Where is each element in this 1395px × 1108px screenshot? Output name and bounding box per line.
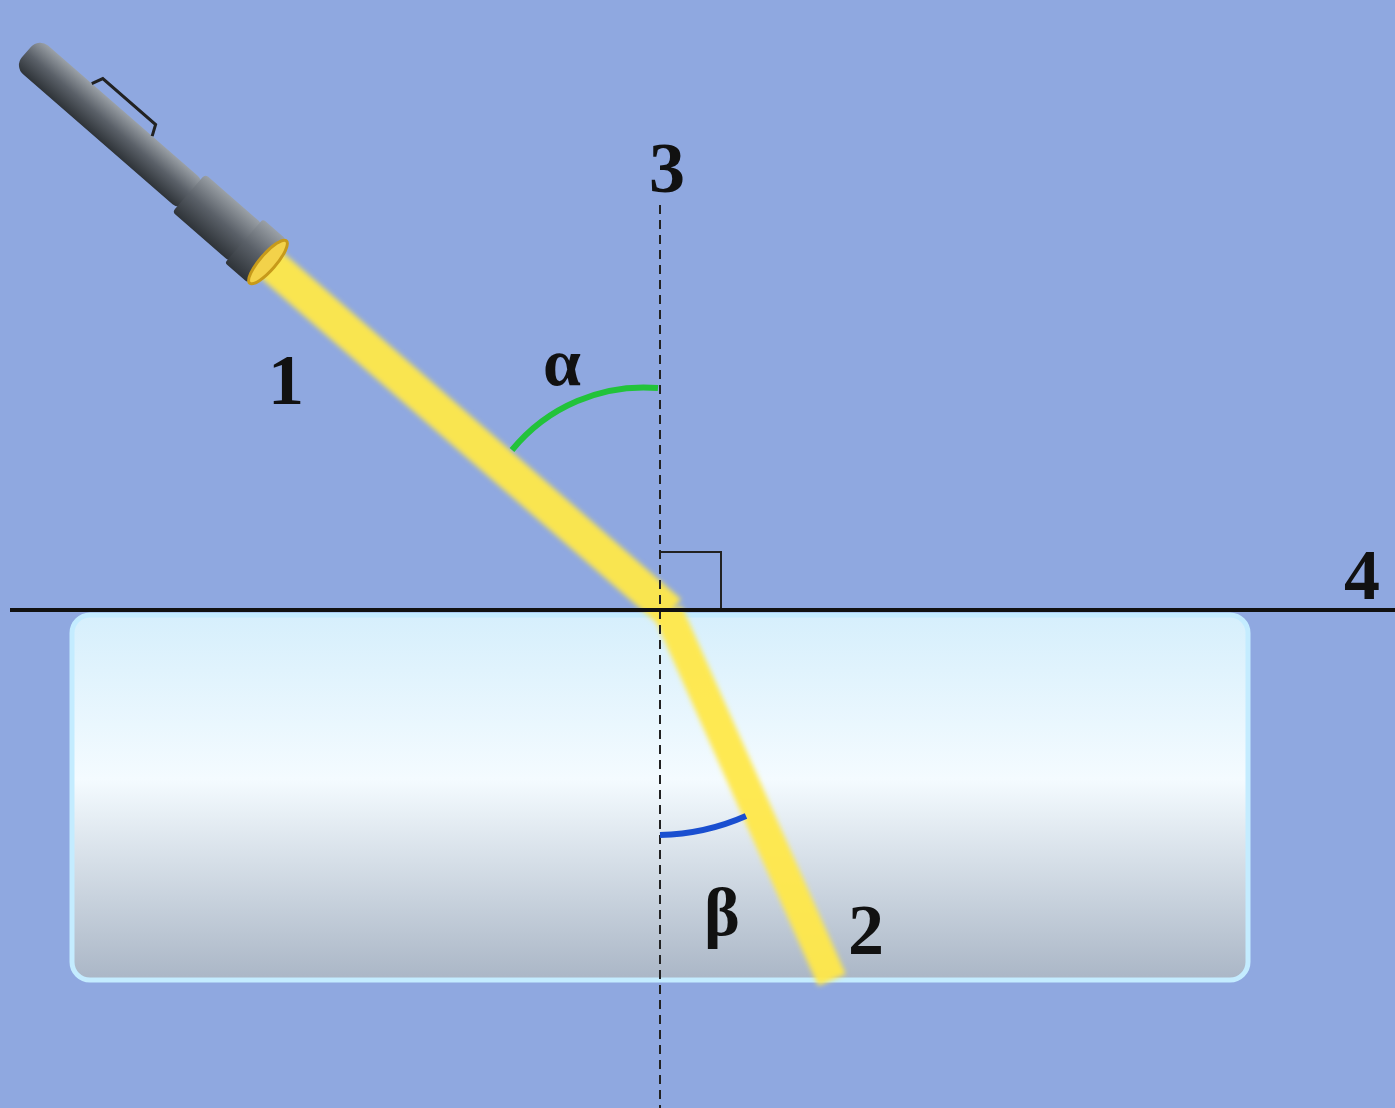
- incident-ray-number: 1: [268, 344, 304, 416]
- normal-line: [659, 205, 661, 1108]
- incidence-angle-arc: [512, 387, 658, 450]
- refraction-angle-label: β: [704, 878, 740, 946]
- interface-number: 4: [1344, 539, 1380, 611]
- flashlight: [7, 29, 293, 289]
- light-beam: [268, 262, 832, 980]
- incidence-angle-label: α: [543, 328, 581, 396]
- refraction-angle-arc: [660, 816, 746, 835]
- normal-number: 3: [649, 132, 685, 204]
- interface-line: [10, 608, 1395, 612]
- right-angle-mark: [660, 552, 721, 608]
- refracted-ray-number: 2: [848, 894, 884, 966]
